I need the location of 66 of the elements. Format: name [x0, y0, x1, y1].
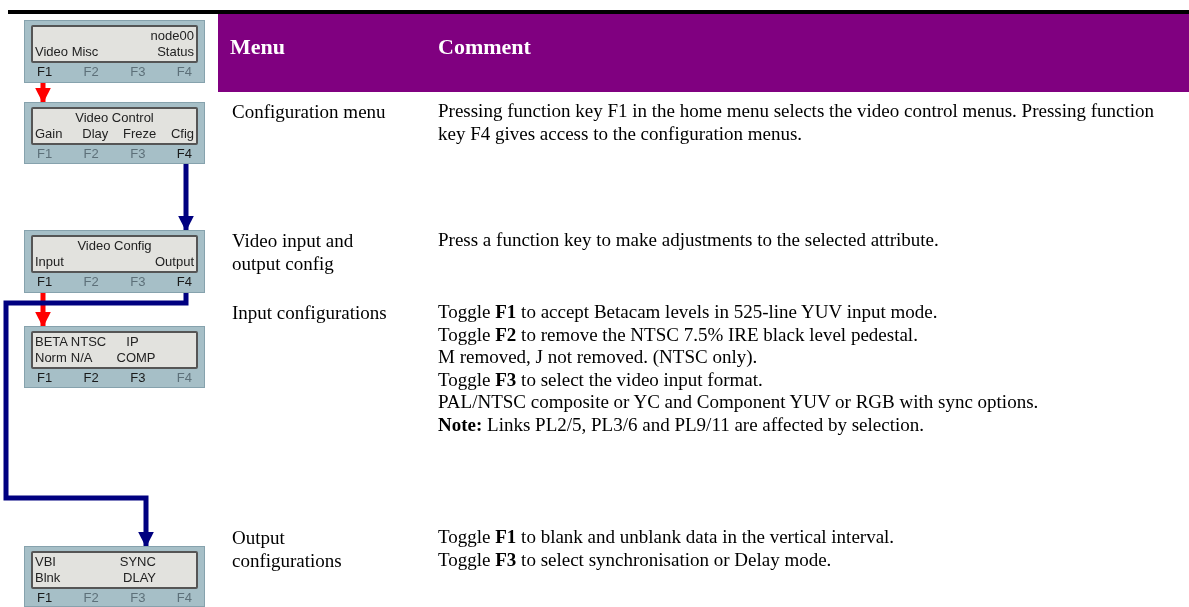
- lcd-display-panel: [24, 546, 205, 607]
- function-key-label: F4: [176, 274, 192, 289]
- comment-text: Toggle F3 to select synchronisation or Delay mode.: [438, 548, 833, 571]
- lcd-text: IP: [126, 334, 139, 349]
- function-key-label: F3: [130, 274, 146, 289]
- function-key-label: F2: [83, 590, 99, 605]
- lcd-text: Norm: [35, 350, 67, 365]
- function-key-label: F4: [176, 64, 192, 79]
- lcd-display-panel: [24, 230, 205, 293]
- comment-text: Toggle F3 to select the video input format.: [438, 368, 764, 391]
- arrow: [3, 293, 189, 548]
- lcd-text: BETA: [35, 334, 68, 349]
- lcd-display-panel: [24, 20, 205, 83]
- column-header: Menu: [230, 34, 285, 60]
- lcd-text: node00: [150, 28, 194, 43]
- comment-text: Note: Links PL2/5, PL3/6 and PL9/11 are affected by selection.: [438, 413, 925, 436]
- lcd-text: Dlay: [82, 126, 109, 141]
- function-key-label: F2: [83, 146, 99, 161]
- function-key-label: F3: [130, 370, 146, 385]
- lcd-text: Cfig: [170, 126, 194, 141]
- function-key-label: F2: [83, 370, 99, 385]
- function-key-label: F1: [37, 590, 53, 605]
- lcd-text: SYNC: [119, 554, 156, 569]
- function-key-label: F2: [83, 64, 99, 79]
- lcd-text: Video Control: [75, 110, 154, 125]
- comment-text: Pressing function key F1 in the home menu selects the video control menus. Pressing function key F4 gives access to the configuration menus.: [438, 100, 1156, 145]
- function-key-label: F1: [37, 274, 53, 289]
- lcd-text: NTSC: [70, 334, 107, 349]
- function-key-label: F2: [83, 274, 99, 289]
- lcd-text: COMP: [116, 350, 156, 365]
- comment-text: Toggle F1 to blank and unblank data in the vertical interval.: [438, 526, 896, 549]
- lcd-text: Video Config: [77, 238, 152, 253]
- lcd-text: Output: [154, 254, 194, 269]
- function-key-label: F1: [37, 146, 53, 161]
- lcd-text: Video Misc: [35, 44, 99, 59]
- function-key-label: F1: [37, 370, 53, 385]
- arrow: [178, 164, 194, 232]
- lcd-display-panel: [24, 102, 205, 164]
- comment-text: Toggle F2 to remove the NTSC 7.5% IRE black level pedestal.: [438, 323, 919, 346]
- function-key-label: F4: [176, 146, 192, 161]
- function-key-label: F4: [176, 370, 192, 385]
- lcd-text: Blnk: [35, 570, 61, 585]
- lcd-text: Freze: [123, 126, 157, 141]
- lcd-text: Input: [35, 254, 64, 269]
- menu-name: Video input and output config: [232, 229, 355, 275]
- arrow: [35, 293, 51, 328]
- function-key-label: F3: [130, 64, 146, 79]
- function-key-label: F3: [130, 146, 146, 161]
- comment-text: Toggle F1 to accept Betacam levels in 525-line YUV input mode.: [438, 301, 939, 324]
- comment-text: PAL/NTSC composite or YC and Component YUV or RGB with sync options.: [438, 391, 1040, 414]
- function-key-label: F1: [37, 64, 53, 79]
- menu-name: Output configurations: [232, 526, 343, 572]
- column-header: Comment: [438, 34, 531, 60]
- lcd-display-panel: [24, 326, 205, 388]
- function-key-label: F4: [176, 590, 192, 605]
- comment-text: M removed, J not removed. (NTSC only).: [438, 346, 759, 369]
- lcd-text: DLAY: [123, 570, 156, 585]
- lcd-text: Gain: [35, 126, 63, 141]
- arrow: [35, 83, 51, 104]
- lcd-text: VBI: [35, 554, 56, 569]
- menu-name: Configuration menu: [232, 100, 387, 123]
- lcd-text: Status: [157, 44, 194, 59]
- function-key-label: F3: [130, 590, 146, 605]
- comment-text: Press a function key to make adjustments to the selected attribute.: [438, 229, 940, 252]
- menu-name: Input configurations: [232, 301, 388, 324]
- lcd-text: N/A: [70, 350, 93, 365]
